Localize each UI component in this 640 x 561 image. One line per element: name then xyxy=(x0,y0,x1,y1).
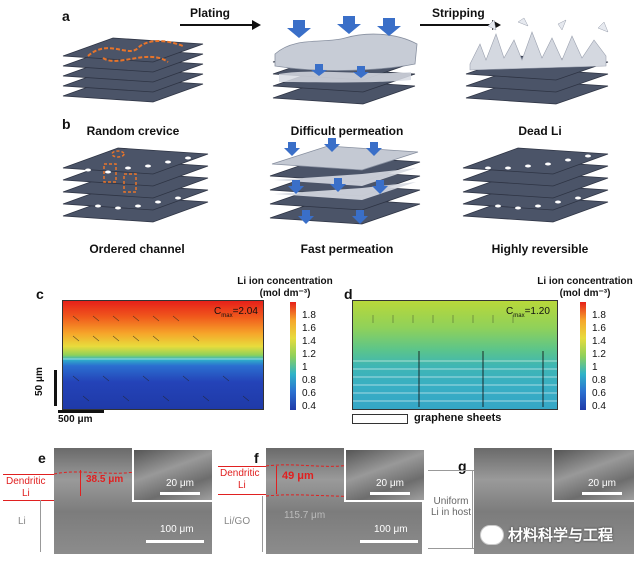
caption-random-crevice: Random crevice xyxy=(86,124,180,138)
colorbar-c-title: Li ion concentration(mol dm⁻³) xyxy=(237,276,333,299)
panel-label-d: d xyxy=(344,286,353,302)
sem-e-main-scale-label: 100 μm xyxy=(160,524,194,535)
plating-arrowhead xyxy=(252,20,261,30)
cmax-d: Cmax=1.20 xyxy=(506,306,550,319)
sem-f-red-line-bottom xyxy=(218,494,266,495)
sem-f-main-scalebar xyxy=(360,540,418,543)
scale-bar-vertical xyxy=(54,370,57,406)
colorbar-d-title: Li ion concentration(mol dm⁻³) xyxy=(537,276,633,299)
sem-e-dendritic-label: Dendritic xyxy=(6,476,46,487)
sem-e-inset-scale-label: 20 μm xyxy=(166,478,194,489)
plating-arrow xyxy=(180,24,254,26)
wechat-icon xyxy=(480,524,504,545)
sem-f-main-scale-label: 100 μm xyxy=(374,524,408,535)
colorbar-c xyxy=(290,302,296,410)
stack-difficult-permeation xyxy=(272,16,418,105)
stack-random-crevice xyxy=(62,37,204,103)
sem-f-dendritic-label: Dendritic xyxy=(220,468,260,479)
sem-e-red-line-top xyxy=(3,474,54,475)
sem-e-li-top-label: Li xyxy=(22,488,30,499)
watermark-text: 材料科学与工程 xyxy=(508,527,614,544)
colorbar-d xyxy=(580,302,586,410)
simulation-d-map xyxy=(352,300,558,410)
watermark: 材料科学与工程 xyxy=(480,524,613,545)
scale-label-horizontal: 500 μm xyxy=(58,414,93,425)
sem-e-main-scalebar xyxy=(146,540,204,543)
panel-label-f: f xyxy=(254,450,259,466)
scale-label-vertical: 50 μm xyxy=(34,367,45,396)
sem-f-inset-scalebar xyxy=(370,492,410,495)
panel-label-a: a xyxy=(62,8,70,24)
sem-f-red-line-top xyxy=(218,466,266,467)
panel-label-g: g xyxy=(458,458,467,474)
sem-e-red-line-bottom xyxy=(3,500,54,501)
sem-g-line-top xyxy=(428,470,474,471)
sem-f-thickness: 49 μm xyxy=(282,470,314,482)
caption-difficult-permeation: Difficult permeation xyxy=(290,124,404,138)
stack-highly-reversible xyxy=(462,147,609,223)
sem-e-li-side-label: Li xyxy=(18,516,26,527)
sem-g-inset-scalebar xyxy=(582,492,622,495)
scale-bar-horizontal xyxy=(58,410,104,413)
sem-g-inset-scale-label: 20 μm xyxy=(588,478,616,489)
sem-f-li-side-marker xyxy=(262,496,263,552)
graphene-legend-label: graphene sheets xyxy=(414,412,502,424)
plating-label: Plating xyxy=(190,6,231,20)
sem-f-thickness-marker xyxy=(276,466,277,494)
stack-dead-li xyxy=(465,17,609,105)
sem-e-li-side-marker xyxy=(40,500,41,552)
stripping-label: Stripping xyxy=(432,6,485,20)
panel-label-b: b xyxy=(62,116,71,132)
simulation-c-map xyxy=(62,300,264,410)
cmax-c: Cmax=2.04 xyxy=(214,306,258,319)
sem-f-li-side-label: Li/GO xyxy=(224,516,251,527)
sem-f-inner-thickness: 115.7 μm xyxy=(284,510,326,521)
sem-e-inset-scalebar xyxy=(160,492,200,495)
sem-g-thickness-marker xyxy=(472,470,473,548)
sem-e-thickness-marker xyxy=(80,470,81,496)
sem-g-line-bottom xyxy=(428,548,474,549)
caption-highly-reversible: Highly reversible xyxy=(491,242,589,256)
panel-label-c: c xyxy=(36,286,44,302)
stripping-arrow xyxy=(420,24,494,26)
stripping-arrowhead xyxy=(492,20,501,30)
stack-fast-permeation xyxy=(269,138,421,225)
sem-f-li-top-label: Li xyxy=(238,480,246,491)
panel-label-e: e xyxy=(38,450,46,466)
stack-ordered-channel xyxy=(62,147,209,223)
sem-e-thickness: 38.5 μm xyxy=(86,474,124,485)
graphene-legend-swatch xyxy=(352,414,408,424)
caption-ordered-channel: Ordered channel xyxy=(89,242,185,256)
sem-f-inset-scale-label: 20 μm xyxy=(376,478,404,489)
caption-fast-permeation: Fast permeation xyxy=(300,242,394,256)
caption-dead-li: Dead Li xyxy=(518,124,562,138)
